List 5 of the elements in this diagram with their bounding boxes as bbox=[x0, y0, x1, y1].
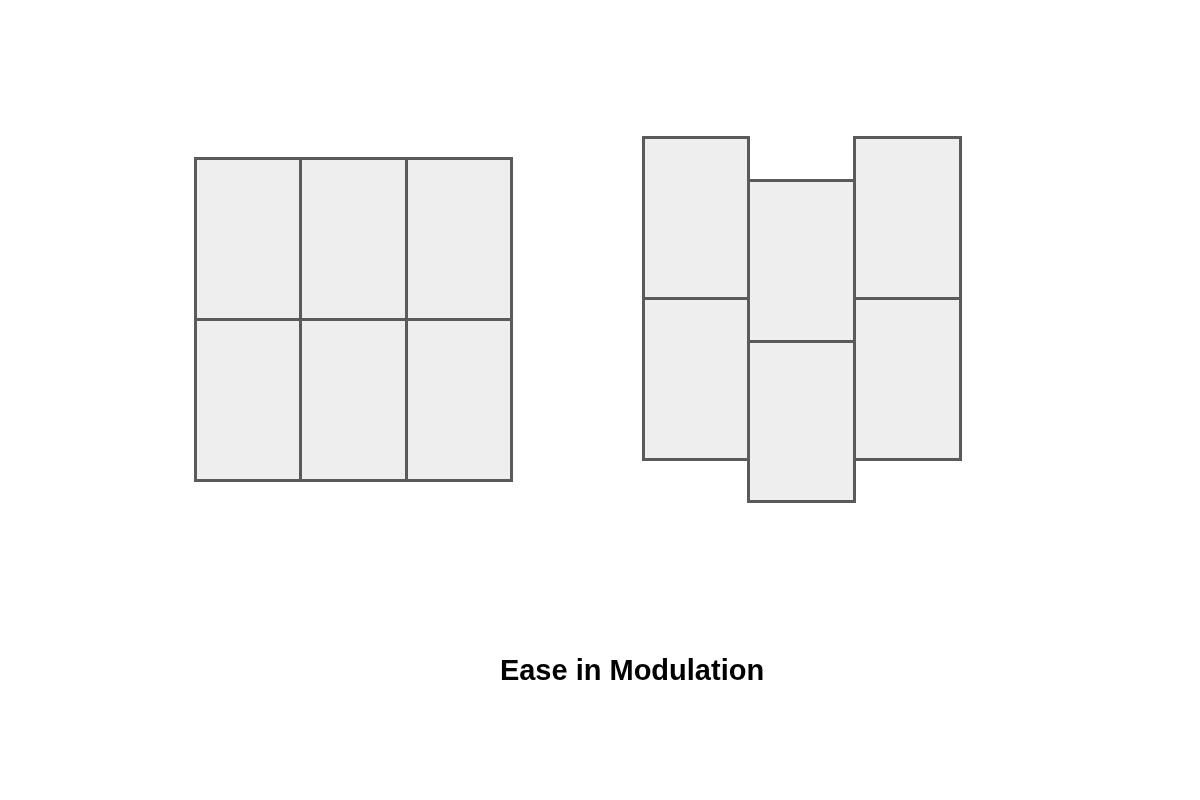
rectangle-tile bbox=[641, 135, 750, 300]
rectangle-tile bbox=[299, 156, 408, 321]
rectangle-tile bbox=[852, 135, 962, 300]
diagram-caption: Ease in Modulation bbox=[498, 653, 766, 688]
rectangle-tile bbox=[747, 178, 856, 343]
